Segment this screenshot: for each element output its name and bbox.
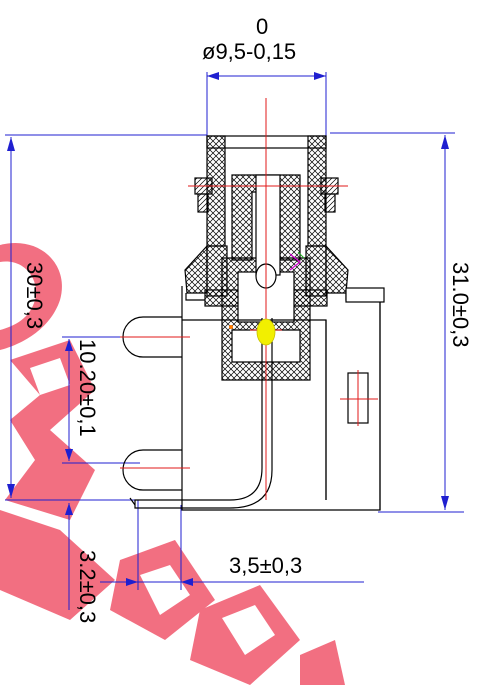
contact-highlight — [229, 251, 305, 346]
logo-watermark-icon — [0, 243, 345, 685]
dimension-lines — [5, 72, 464, 610]
height-right-label: 31.0±0,3 — [448, 262, 473, 347]
diameter-tolerance-label: 0 — [256, 14, 268, 39]
height-left-label: 30±0,3 — [22, 262, 47, 329]
pin-offset-label: 3,5±0,3 — [229, 553, 302, 578]
housing-outline — [122, 286, 385, 511]
pin-length-label: 3.2±0,3 — [75, 550, 100, 623]
dimension-arrows — [7, 72, 449, 586]
diameter-label: ø9,5-0,15 — [202, 39, 296, 64]
pin-spacing-label: 10.20±0,1 — [75, 339, 100, 437]
centerlines — [120, 98, 378, 500]
